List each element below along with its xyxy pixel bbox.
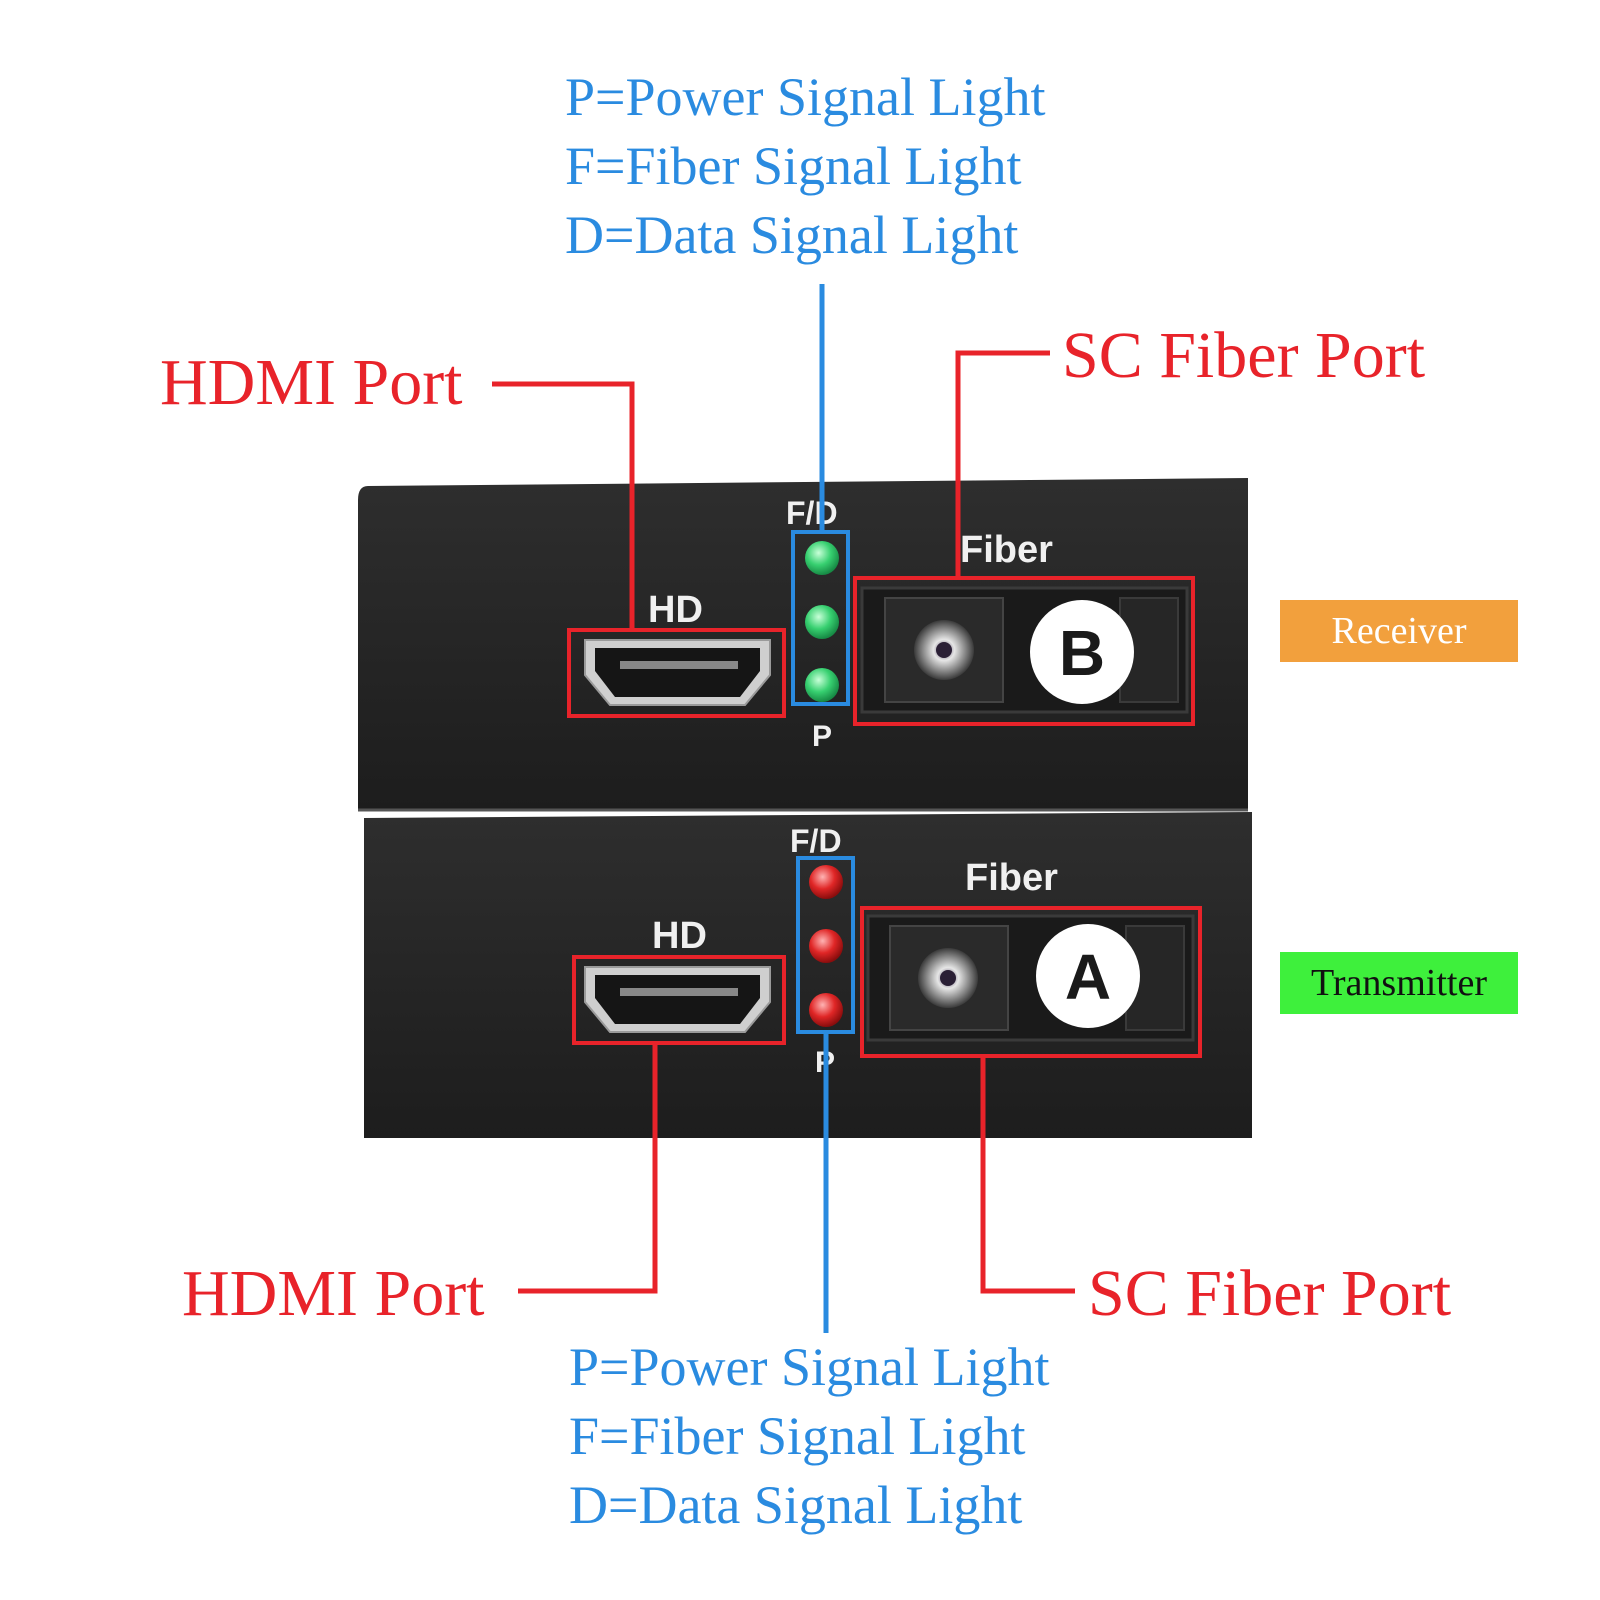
connector-sc-top [955,350,1050,578]
receiver-body [358,478,1248,810]
receiver-badge [1030,600,1134,704]
receiver-badge-letter: B [1059,617,1105,689]
transmitter-tag: Transmitter [1280,952,1518,1014]
receiver-led-data [805,605,839,639]
receiver-hdmi-connector [584,639,771,706]
legend-top: P=Power Signal Light F=Fiber Signal Ligh… [565,63,1045,270]
transmitter-device: HD F/D P Fiber A [364,812,1252,1138]
transmitter-sc-highlight [860,906,1202,1058]
connector-sc-bottom [980,1056,1075,1294]
legend-top-line-power: P=Power Signal Light [565,67,1046,127]
legend-bottom-line-power: P=Power Signal Light [569,1337,1050,1397]
transmitter-led-data [809,929,843,963]
callout-hdmi-port-top: HDMI Port [160,346,463,419]
transmitter-fd-label: F/D [790,823,842,859]
legend-bottom-line-fiber: F=Fiber Signal Light [569,1406,1026,1466]
receiver-sc-port [860,586,1189,714]
legend-bottom-line-data: D=Data Signal Light [569,1475,1023,1535]
callout-hdmi-port-bottom: HDMI Port [182,1257,485,1330]
receiver-hdmi-highlight [567,628,786,718]
transmitter-hdmi-highlight [572,955,786,1045]
receiver-led-power [805,668,839,702]
receiver-led-fiber [805,541,839,575]
connector-hdmi-bottom [518,1043,658,1294]
transmitter-hd-label: HD [652,915,707,957]
transmitter-led-power [809,993,843,1027]
receiver-fiber-label: Fiber [960,529,1053,571]
receiver-tag: Receiver [1280,600,1518,662]
receiver-hd-label: HD [648,589,703,631]
legend-top-line-data: D=Data Signal Light [565,205,1019,265]
receiver-device: HD F/D P Fiber B [358,478,1248,812]
connector-hdmi-top [492,381,635,630]
callout-sc-fiber-port-bottom: SC Fiber Port [1088,1257,1452,1330]
transmitter-hdmi-connector [584,966,771,1033]
transmitter-sc-port [866,914,1195,1042]
receiver-fd-label: F/D [786,495,838,531]
legend-top-line-fiber: F=Fiber Signal Light [565,136,1022,196]
receiver-p-label: P [812,720,832,753]
callout-sc-fiber-port-top: SC Fiber Port [1062,319,1426,392]
receiver-sc-highlight [853,576,1195,726]
legend-bottom: P=Power Signal Light F=Fiber Signal Ligh… [569,1333,1049,1540]
transmitter-badge [1036,924,1140,1028]
transmitter-fiber-label: Fiber [965,857,1058,899]
transmitter-badge-letter: A [1065,941,1111,1013]
transmitter-led-fiber [809,865,843,899]
